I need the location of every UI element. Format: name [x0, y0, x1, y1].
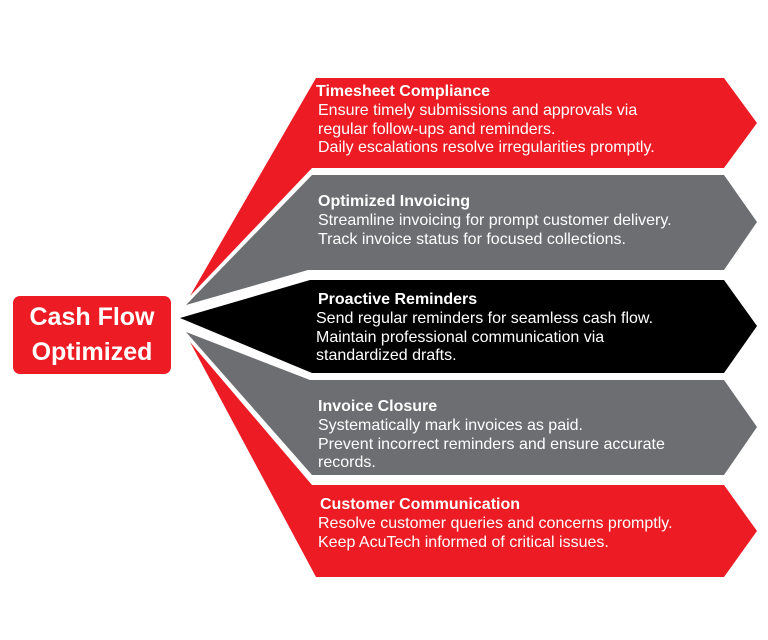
band-shape-customer-communication [190, 342, 757, 577]
band-description-line: regular follow-ups and reminders. [318, 120, 556, 138]
band-title: Customer Communication [320, 496, 521, 513]
band-text-timesheet-compliance: Timesheet Compliance Ensure timely submi… [316, 82, 655, 158]
band-description-line: standardized drafts. [316, 347, 457, 364]
band-text-invoice-closure: Invoice Closure Systematically mark invo… [318, 397, 665, 473]
band-title: Invoice Closure [318, 398, 438, 415]
band-shape-timesheet-compliance [190, 78, 757, 296]
center-node-cash-flow-optimized: Cash Flow Optimized [13, 296, 171, 374]
band-title: Optimized Invoicing [318, 193, 471, 210]
band-description-line: Daily escalations resolve irregularities… [318, 139, 655, 156]
band-shape-proactive-reminders [180, 280, 757, 373]
band-description-line: Keep AcuTech informed of critical issues… [318, 533, 609, 551]
band-description-line: Maintain professional communication via [316, 328, 605, 346]
band-shape-optimized-invoicing [186, 175, 757, 305]
band-shape-invoice-closure [186, 332, 757, 475]
band-title: Proactive Reminders [318, 291, 478, 308]
band-text-optimized-invoicing: Optimized Invoicing Streamline invoicing… [318, 192, 672, 249]
band-description-line: Send regular reminders for seamless cash… [316, 310, 654, 327]
band-title: Timesheet Compliance [316, 83, 490, 100]
band-text-customer-communication: Customer Communication Resolve customer … [318, 495, 673, 552]
band-description-line: Resolve customer queries and concerns pr… [318, 515, 673, 532]
band-description-line: Ensure timely submissions and approvals … [318, 102, 638, 119]
band-description-line: Track invoice status for focused collect… [318, 230, 626, 248]
band-text-proactive-reminders: Proactive Reminders Send regular reminde… [316, 290, 653, 366]
band-description-line: records. [318, 454, 376, 471]
center-node-line-1: Cash Flow [29, 303, 155, 331]
center-node-line-2: Optimized [31, 338, 153, 366]
band-description-line: Streamline invoicing for prompt customer… [318, 212, 672, 229]
band-description-line: Systematically mark invoices as paid. [318, 417, 583, 434]
band-description-line: Prevent incorrect reminders and ensure a… [318, 435, 665, 453]
